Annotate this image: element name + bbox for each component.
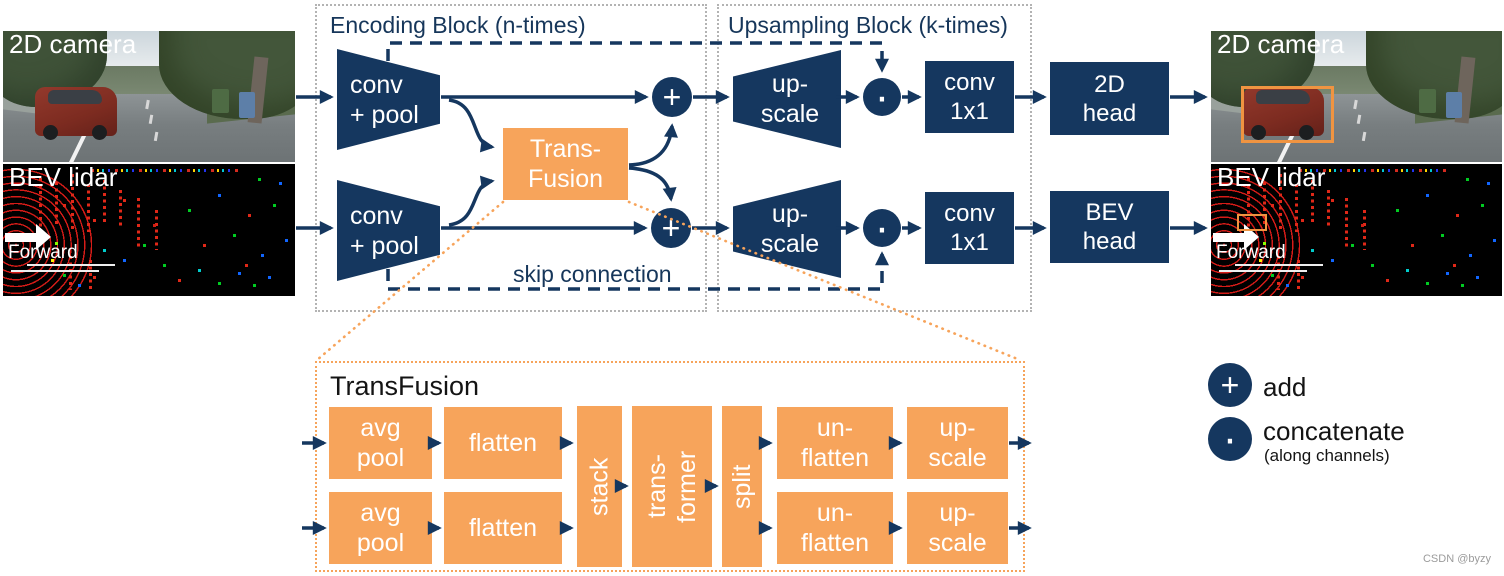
lidar-art-trace [71, 174, 74, 232]
legend-concat-circle: · [1208, 417, 1252, 461]
photo-art-car-wheel [91, 124, 107, 140]
lidar-art-trace [1363, 210, 1366, 250]
photo-art-car-window [1256, 89, 1310, 105]
photo-art-bin-blue [239, 92, 255, 118]
legend-concat-label: concatenate [1263, 416, 1405, 446]
forward-label: Forward [1216, 242, 1286, 263]
input-lidar-image: Forward BEV lidar [3, 164, 295, 296]
photo-art-car [1243, 87, 1325, 140]
photo-art-car [35, 87, 117, 140]
output-lidar-label: BEV lidar [1217, 164, 1326, 192]
input-camera-label: 2D camera [9, 31, 137, 59]
upsampling-block-title: Upsampling Block (k-times) [728, 12, 1008, 38]
lidar-art-color-strip [91, 169, 239, 172]
lidar-art-trace [155, 210, 158, 250]
transfusion-detail-title: TransFusion [330, 371, 480, 401]
head-2d-block: 2D head [1050, 62, 1169, 135]
forward-arrow-head [36, 224, 51, 250]
output-camera-image: 2D camera [1211, 31, 1502, 162]
input-lidar-label: BEV lidar [9, 164, 118, 192]
detail-upscale-block-camera: up- scale [907, 407, 1008, 479]
lidar-art-trace [87, 184, 90, 232]
watermark: CSDN @byzy [1422, 553, 1491, 565]
conv1x1-block-camera: conv 1x1 [925, 61, 1014, 133]
photo-art-bin-green [1419, 89, 1436, 113]
lidar-art-trace [137, 198, 140, 250]
transfusion-block: Trans- Fusion [503, 128, 628, 200]
skip-connection-label: skip connection [513, 261, 672, 287]
stack-block: stack [577, 406, 622, 567]
transformer-block: trans- former [632, 406, 712, 567]
forward-label: Forward [8, 242, 78, 263]
input-camera-image: 2D camera [3, 31, 295, 162]
lidar-art-white-line [27, 264, 115, 266]
legend-add-label: add [1263, 372, 1307, 402]
photo-art-car-wheel [43, 124, 59, 140]
lidar-art-trace [69, 256, 72, 290]
lidar-art-trace [89, 260, 92, 290]
forward-arrow [5, 233, 37, 242]
forward-arrow [1213, 233, 1245, 242]
photo-art-car-wheel [1299, 124, 1315, 140]
lidar-detection-box [1237, 214, 1267, 231]
legend-concat-sublabel: (along channels) [1264, 446, 1390, 465]
lidar-art-trace [1311, 180, 1314, 222]
encoding-block: Encoding Block (n-times) [315, 4, 707, 312]
lidar-art-trace [55, 182, 58, 226]
lidar-art-trace [119, 190, 122, 228]
transfusion-detail-box: TransFusion [315, 361, 1025, 572]
add-circle-lidar: + [651, 208, 691, 248]
lidar-art-points [1211, 164, 1214, 167]
concat-circle-lidar: · [863, 206, 901, 250]
detail-upscale-block-lidar: up- scale [907, 492, 1008, 564]
camera-detection-box [1241, 86, 1334, 143]
output-camera-label: 2D camera [1217, 31, 1345, 59]
photo-art-bin-green [212, 89, 229, 113]
lidar-art-trace [1295, 184, 1298, 232]
lidar-art-trace [1327, 190, 1330, 228]
flatten-block-camera: flatten [444, 407, 562, 479]
flatten-block-lidar: flatten [444, 492, 562, 564]
legend-add-circle: + [1208, 363, 1252, 407]
photo-art-car-window [48, 89, 103, 105]
lidar-art-trace [1263, 182, 1266, 226]
photo-art-car-wheel [1251, 124, 1266, 140]
head-bev-block: BEV head [1050, 191, 1169, 263]
output-lidar-image: Forward BEV lidar [1211, 164, 1502, 296]
avgpool-block-camera: avg pool [329, 407, 432, 479]
lidar-art-trace [1345, 198, 1348, 250]
lidar-art-white-line [1235, 264, 1323, 266]
avgpool-block-lidar: avg pool [329, 492, 432, 564]
unflatten-block-lidar: un- flatten [777, 492, 893, 564]
conv1x1-block-lidar: conv 1x1 [925, 192, 1014, 264]
unflatten-block-camera: un- flatten [777, 407, 893, 479]
encoding-block-title: Encoding Block (n-times) [330, 12, 586, 38]
photo-art-bin-blue [1446, 92, 1462, 118]
split-block: split [722, 406, 762, 567]
upsampling-block: Upsampling Block (k-times) [717, 4, 1032, 312]
lidar-art-points [3, 164, 6, 167]
lidar-art-trace [1279, 174, 1282, 232]
lidar-art-trace [1277, 256, 1280, 290]
add-circle-camera: + [652, 77, 692, 117]
lidar-art-trace [1247, 178, 1250, 228]
lidar-art-color-strip [1299, 169, 1447, 172]
lidar-art-trace [103, 180, 106, 222]
concat-circle-camera: · [863, 75, 901, 119]
lidar-art-trace [39, 178, 42, 228]
lidar-art-trace [1297, 260, 1300, 290]
